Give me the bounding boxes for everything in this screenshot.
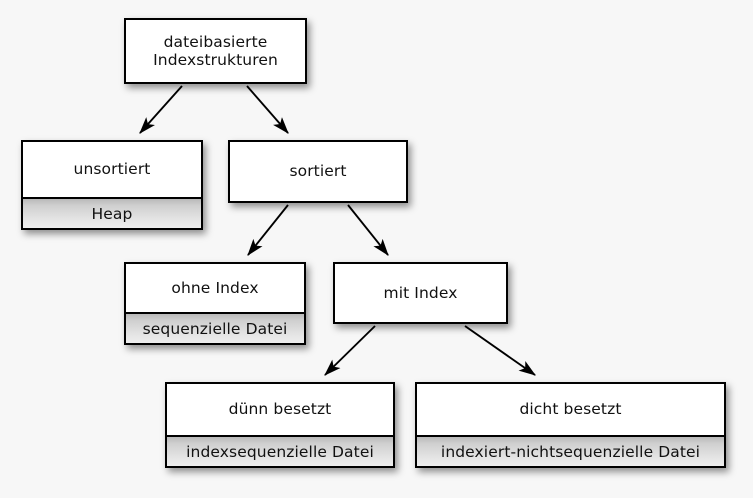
node-duenn-besetzt-subtitle: indexsequenzielle Datei	[167, 435, 393, 466]
node-mit-index-title: mit Index	[335, 264, 506, 322]
edge-mit-index-to-duenn	[324, 325, 376, 376]
node-root[interactable]: dateibasierte Indexstrukturen	[124, 18, 307, 84]
node-dicht-besetzt-title: dicht besetzt	[417, 384, 724, 435]
node-dicht-besetzt-subtitle: indexiert-nichtsequenzielle Datei	[417, 435, 724, 466]
node-root-title: dateibasierte Indexstrukturen	[126, 20, 305, 82]
node-mit-index[interactable]: mit Index	[333, 262, 508, 324]
node-ohne-index-subtitle: sequenzielle Datei	[126, 312, 304, 343]
node-unsortiert-title: unsortiert	[23, 142, 201, 197]
edge-root-to-sortiert	[246, 85, 289, 134]
node-sortiert[interactable]: sortiert	[228, 140, 408, 203]
node-ohne-index-title: ohne Index	[126, 264, 304, 312]
node-ohne-index[interactable]: ohne Index sequenzielle Datei	[124, 262, 306, 345]
node-dicht-besetzt[interactable]: dicht besetzt indexiert-nichtsequenziell…	[415, 382, 726, 468]
edge-root-to-unsortiert	[139, 85, 183, 134]
node-unsortiert-subtitle: Heap	[23, 197, 201, 228]
node-duenn-besetzt[interactable]: dünn besetzt indexsequenzielle Datei	[165, 382, 395, 468]
edge-sortiert-to-mit-index	[347, 204, 389, 256]
edge-mit-index-to-dicht	[464, 325, 536, 376]
node-unsortiert[interactable]: unsortiert Heap	[21, 140, 203, 230]
node-duenn-besetzt-title: dünn besetzt	[167, 384, 393, 435]
node-sortiert-title: sortiert	[230, 142, 406, 201]
edge-sortiert-to-ohne-index	[247, 204, 289, 256]
